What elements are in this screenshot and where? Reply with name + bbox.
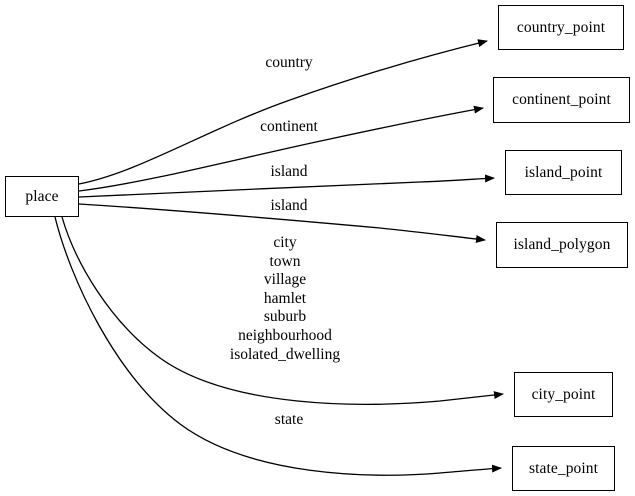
node-island_point[interactable]: island_point xyxy=(505,150,622,195)
edge-label-line: suburb xyxy=(263,308,307,326)
edge-label-line: island xyxy=(270,197,308,214)
node-label: place xyxy=(25,187,59,205)
edge-label-place-to-island_point: island xyxy=(270,164,307,180)
node-state_point[interactable]: state_point xyxy=(512,446,615,491)
edge-label-line: city xyxy=(273,234,297,251)
edge-label-line: continent xyxy=(260,118,318,135)
node-label: country_point xyxy=(516,18,606,36)
node-label: continent_point xyxy=(512,91,611,109)
node-island_polygon[interactable]: island_polygon xyxy=(496,222,628,268)
edge-label-line: island xyxy=(270,163,308,180)
edge-label-line: town xyxy=(269,252,301,270)
edge-label-place-to-continent_point: continent xyxy=(260,119,318,135)
node-city_point[interactable]: city_point xyxy=(514,372,613,417)
edge-label-place-to-island_polygon: island xyxy=(270,198,307,214)
edge-label-line: hamlet xyxy=(263,289,307,307)
node-label: city_point xyxy=(531,385,596,403)
edge-label-place-to-country_point: country xyxy=(265,55,312,71)
edge-place-to-island_point xyxy=(78,174,495,198)
edge-label-place-to-state_point: state xyxy=(275,412,303,428)
node-country_point[interactable]: country_point xyxy=(498,5,624,50)
node-label: island_point xyxy=(524,163,603,181)
edge-label-line: country xyxy=(265,54,313,71)
node-continent_point[interactable]: continent_point xyxy=(493,77,630,123)
edge-label-line: state xyxy=(274,411,304,428)
node-label: state_point xyxy=(528,459,599,477)
node-place[interactable]: place xyxy=(5,176,79,217)
edge-label-line: neighbourhood xyxy=(238,326,332,344)
edge-label-line: village xyxy=(263,271,307,289)
node-label: island_polygon xyxy=(513,236,611,254)
edge-label-line: isolated_dwelling xyxy=(229,345,341,363)
